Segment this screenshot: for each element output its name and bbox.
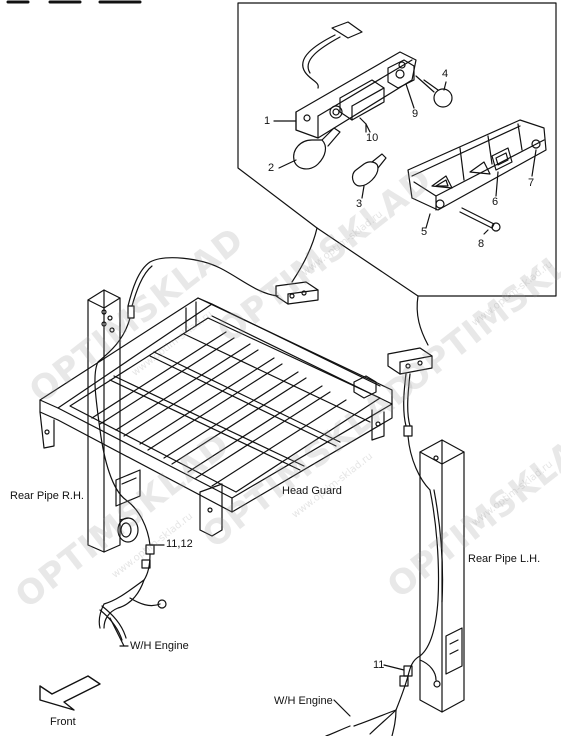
inset-leader-left [291,227,318,283]
callout-10: 10 [366,132,379,144]
inset-leader-right [416,295,429,346]
right-lamp-harness [387,347,433,491]
label-rear-pipe-lh: Rear Pipe L.H. [468,553,541,565]
head-guard-frame [39,297,393,537]
callout-4: 4 [442,68,449,80]
lower-callout-leaders [109,544,405,717]
front-arrow-icon [39,675,101,711]
rh-wire-harness [94,305,167,641]
callout-11: 11 [373,659,385,671]
label-head-guard: Head Guard [282,485,342,497]
label-front: Front [50,716,76,728]
inset-callout-leaders [273,81,537,235]
label-wh-engine-left: W/H Engine [130,640,189,652]
callout-1: 1 [264,115,271,127]
callout-5: 5 [421,226,428,238]
lh-wire-harness [325,489,444,737]
callout-11-12: 11,12 [166,538,193,550]
label-rear-pipe-rh: Rear Pipe R.H. [10,490,84,502]
lamp-bracket-assembly [293,21,453,187]
callout-3: 3 [356,198,363,210]
label-wh-engine-right: W/H Engine [274,695,333,707]
rear-combination-lamp [407,119,547,232]
callout-8: 8 [478,238,485,250]
callout-7: 7 [528,177,535,189]
callout-2: 2 [268,162,275,174]
callout-9: 9 [412,108,419,120]
callout-6: 6 [492,196,499,208]
upper-wire-harness [127,257,319,307]
